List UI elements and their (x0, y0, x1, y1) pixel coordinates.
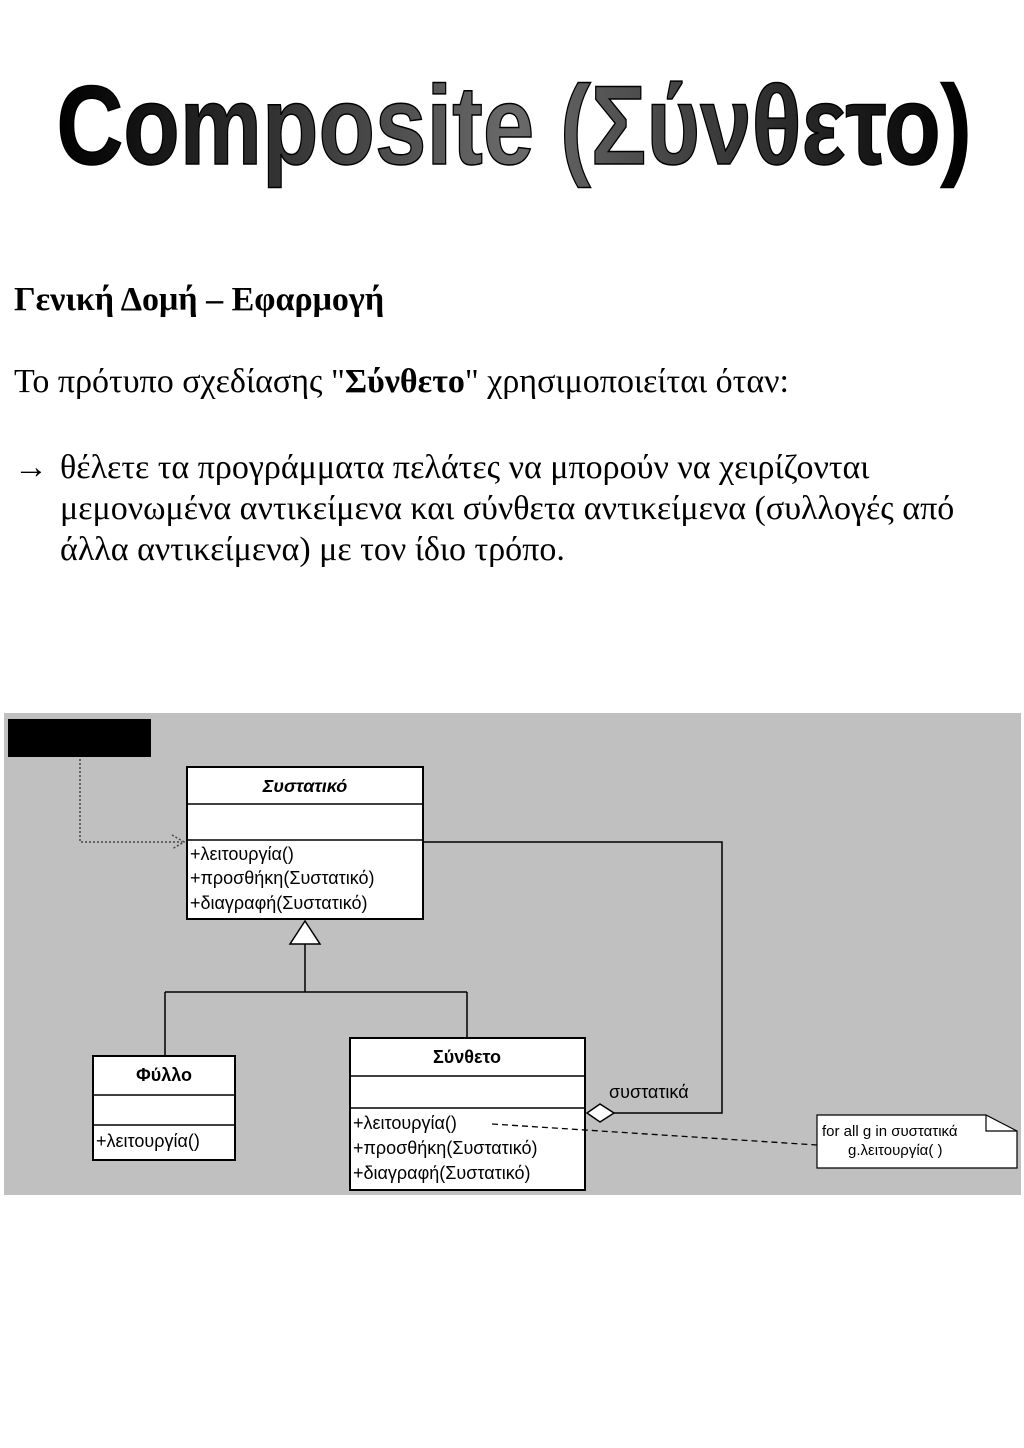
note-box: for all g in συστατικά g.λειτουργία( ) (816, 1114, 1018, 1169)
intro-suffix: " χρησιμοποιείται όταν: (464, 363, 789, 400)
client-dependency-arrow (79, 759, 186, 850)
intro-bold: Σύνθετο (344, 363, 465, 400)
association-label: συστατικά (609, 1082, 689, 1102)
section-heading: Γενική Δομή – Εφαρμογή (14, 281, 385, 318)
bullet-text: θέλετε τα προγράμματα πελάτες να μπορούν… (60, 449, 955, 568)
composite-op-3: +διαγραφή(Συστατικό) (353, 1163, 531, 1183)
note-line-2: g.λειτουργία( ) (848, 1142, 942, 1159)
class-leaf: Φύλλο +λειτουργία() (92, 1055, 236, 1161)
note-line-1: for all g in συστατικά (822, 1123, 958, 1140)
composite-op-2: +προσθήκη(Συστατικό) (353, 1138, 538, 1158)
title-text: Composite (Σύνθετο) (57, 63, 972, 188)
component-name: Συστατικό (262, 776, 348, 796)
leaf-name: Φύλλο (136, 1065, 192, 1085)
leaf-op-1: +λειτουργία() (96, 1131, 200, 1151)
composite-op-1: +λειτουργία() (353, 1113, 457, 1133)
bullet-item: → θέλετε τα προγράμματα πελάτες να μπορο… (14, 447, 1004, 570)
uml-diagram: Συστατικό +λειτουργία() +προσθήκη(Συστατ… (4, 713, 1021, 1195)
redacted-client-block (8, 719, 151, 757)
page-title: Composite (Σύνθετο) (56, 62, 973, 189)
intro-prefix: Το πρότυπο σχεδίασης " (14, 363, 345, 400)
class-component: Συστατικό +λειτουργία() +προσθήκη(Συστατ… (186, 766, 424, 920)
inheritance-connector (164, 919, 468, 1056)
class-composite: Σύνθετο +λειτουργία() +προσθήκη(Συστατικ… (349, 1037, 586, 1191)
arrow-icon: → (14, 449, 48, 486)
component-op-3: +διαγραφή(Συστατικό) (190, 893, 368, 913)
intro-sentence: Το πρότυπο σχεδίασης "Σύνθετο" χρησιμοπο… (14, 363, 789, 401)
component-op-1: +λειτουργία() (190, 844, 294, 864)
component-op-2: +προσθήκη(Συστατικό) (190, 868, 375, 888)
composite-name: Σύνθετο (433, 1047, 501, 1067)
aggregation-connector: συστατικά (423, 841, 723, 1123)
note-anchor-line (491, 1123, 818, 1146)
